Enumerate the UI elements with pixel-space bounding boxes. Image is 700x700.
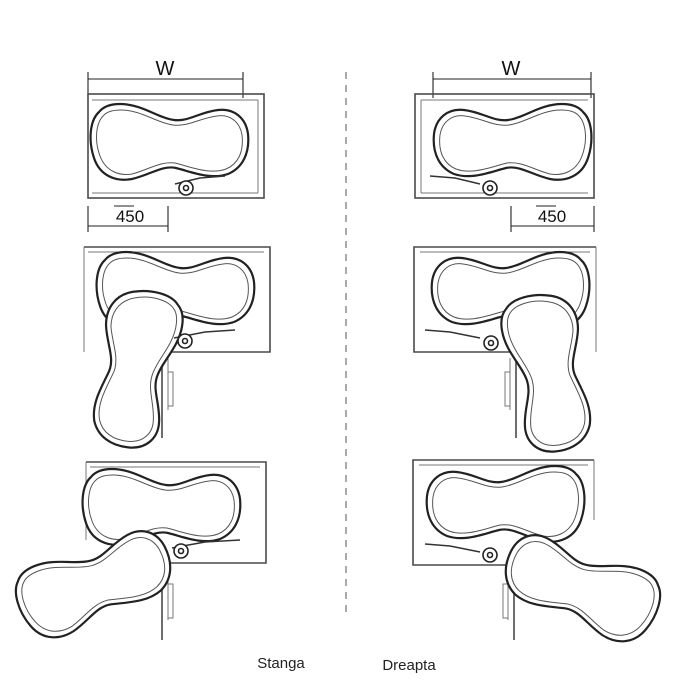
shelf-tray	[432, 102, 593, 181]
cabinet-outline	[87, 93, 265, 199]
pivot-hub	[177, 333, 193, 349]
width-label: W	[156, 58, 175, 80]
depth-label: 450	[538, 207, 566, 226]
caption-right: Dreapta	[382, 657, 436, 674]
pivot-hub	[483, 335, 499, 351]
pivot-hub	[482, 180, 498, 196]
rear-shelf-tray	[81, 467, 242, 546]
rear-shelf-tray	[425, 464, 586, 543]
left-closed-view: W 450	[87, 58, 265, 232]
front-shelf-tray	[493, 520, 670, 653]
width-label: W	[502, 58, 521, 80]
left-half-open-view	[83, 246, 271, 455]
pivot-hub	[178, 180, 194, 196]
right-extended-view	[412, 459, 670, 653]
right-half-open-view	[413, 246, 600, 459]
cabinet-outline	[414, 93, 595, 199]
right-closed-view: W 450	[414, 58, 595, 232]
pivot-hub	[173, 543, 189, 559]
shelf-tray	[89, 102, 250, 181]
depth-label: 450	[116, 207, 144, 226]
caption-left: Stanga	[257, 655, 305, 672]
pivot-hub	[482, 547, 498, 563]
left-extended-view	[6, 461, 267, 649]
